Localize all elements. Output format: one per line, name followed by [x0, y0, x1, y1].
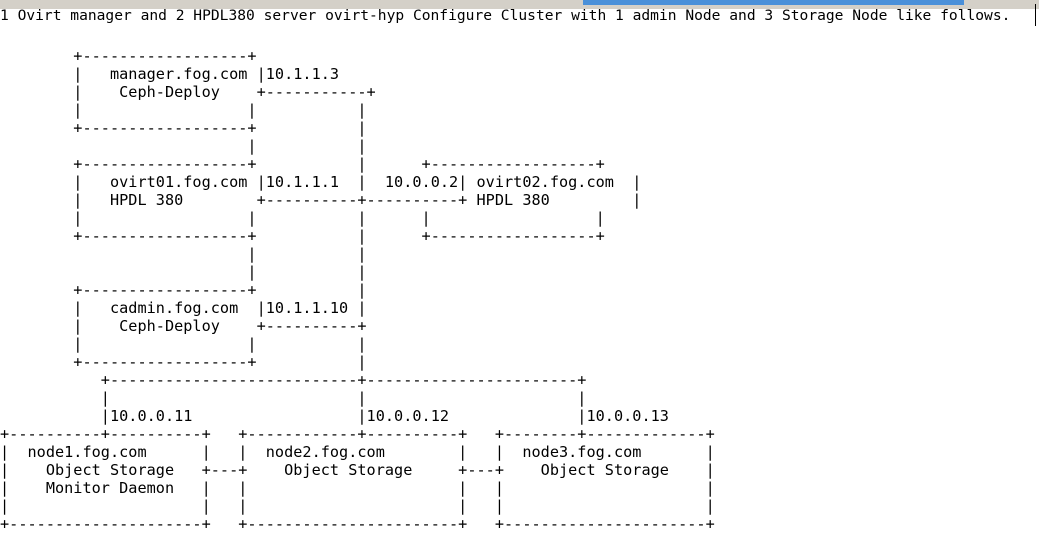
ascii-network-diagram: +------------------+ | manager.fog.com |…	[0, 47, 715, 534]
page-title: 1 Ovirt manager and 2 HPDL380 server ovi…	[0, 7, 1011, 24]
horizontal-scrollbar-track[interactable]	[0, 0, 1039, 9]
text-caret	[1035, 4, 1036, 26]
horizontal-scrollbar-thumb[interactable]	[583, 0, 964, 5]
